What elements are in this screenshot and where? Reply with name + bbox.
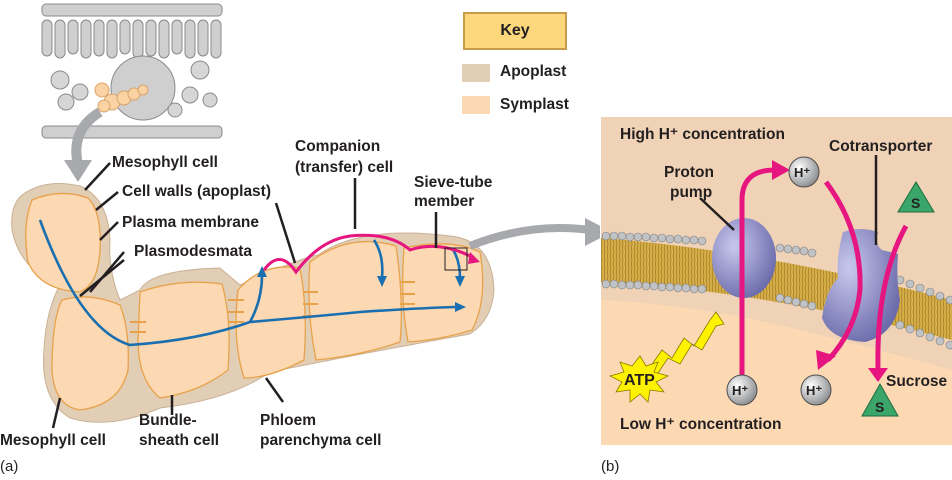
label-bundle-sheath-line2: sheath cell (139, 432, 220, 449)
sucrose-label-top: S (911, 195, 921, 211)
label-phloem-line1: Phloem (260, 412, 316, 429)
key-title: Key (463, 12, 567, 50)
h-ion-return-arrow (823, 180, 863, 362)
label-sucrose: Sucrose (886, 373, 948, 390)
label-proton-pump-line2: pump (670, 184, 713, 201)
label-cell-walls: Cell walls (apoplast) (122, 183, 272, 200)
sucrose-cotransport-arrow (875, 224, 909, 371)
sucrose-bottom (861, 382, 899, 417)
symplast-swatch (462, 96, 490, 114)
panel-a-diagram (11, 3, 600, 429)
label-mesophyll-cell-bottom: Mesophyll cell (0, 432, 106, 449)
sucrose-label-bottom: S (875, 399, 885, 415)
magnified-region-box (444, 247, 468, 271)
label-mesophyll-cell-top: Mesophyll cell (112, 154, 218, 171)
sucrose-top (897, 181, 935, 213)
panel-b-letter: (b) (601, 458, 620, 475)
h-ion-bottom-left (726, 374, 758, 406)
label-sieve-tube-line1: Sieve-tube (414, 174, 493, 191)
panel-a-letter: (a) (0, 458, 19, 475)
label-plasma-membrane: Plasma membrane (122, 214, 259, 231)
label-cotransporter: Cotransporter (829, 138, 933, 155)
label-companion-line1: Companion (295, 138, 381, 155)
zoom-arrow-b (468, 224, 591, 250)
key-apoplast-label: Apoplast (500, 63, 567, 80)
key-symplast-label: Symplast (500, 96, 569, 113)
atp-label: ATP (624, 372, 655, 389)
apoplast-swatch (462, 64, 490, 82)
label-low-h-concentration: Low H⁺ concentration (620, 416, 782, 433)
leaf-cross-section (40, 3, 223, 142)
apoplast-pathway-arrow (262, 233, 475, 275)
label-proton-pump-line1: Proton (664, 164, 714, 181)
label-high-h-concentration: High H⁺ concentration (620, 126, 785, 143)
energy-bolt (647, 311, 725, 377)
label-plasmodesmata: Plasmodesmata (134, 243, 253, 260)
h-ion-label-bottom-left: H⁺ (732, 383, 749, 398)
cell-chain (11, 183, 495, 423)
atp-burst (608, 355, 670, 403)
label-phloem-line2: parenchyma cell (260, 432, 382, 449)
label-companion-line2: (transfer) cell (295, 159, 394, 176)
h-ion-top (788, 156, 820, 188)
symplast-pathway-arrow (38, 219, 456, 347)
h-ion-label-bottom-right: H⁺ (806, 383, 823, 398)
zoom-arrow-a (71, 107, 103, 167)
label-bundle-sheath-line1: Bundle- (139, 412, 197, 429)
leader-lines (51, 162, 438, 429)
h-ion-bottom-right (800, 374, 832, 406)
label-sieve-tube-line2: member (414, 193, 475, 210)
proton-pump-arrow (739, 167, 776, 382)
h-ion-label-top: H⁺ (794, 165, 811, 180)
